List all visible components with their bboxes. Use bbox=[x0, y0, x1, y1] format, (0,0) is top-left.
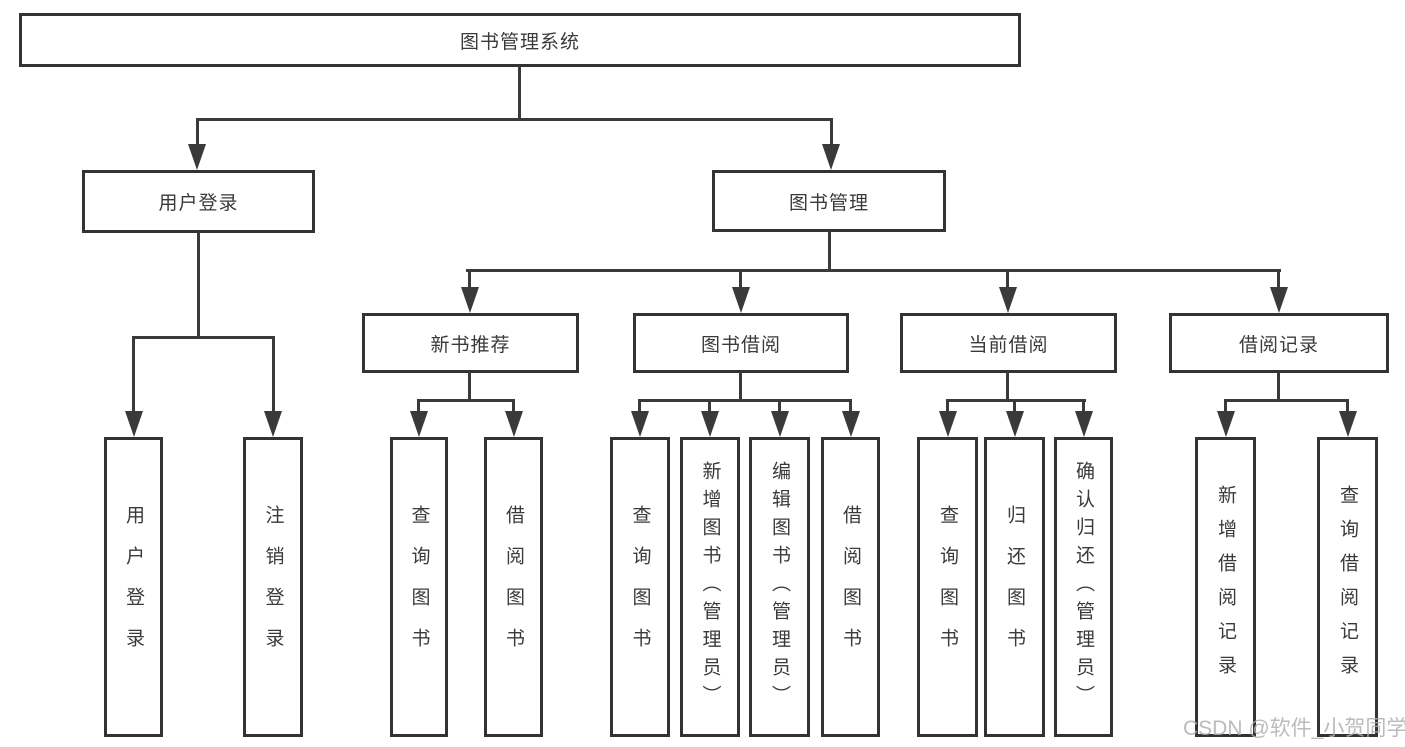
node-label: 借阅图书 bbox=[840, 505, 861, 669]
leaf-borrow-books: 借阅图书 bbox=[821, 437, 880, 737]
connector-line bbox=[1346, 399, 1349, 414]
connector-line bbox=[132, 336, 275, 339]
leaf-add-borrow-record: 新增借阅记录 bbox=[1195, 437, 1256, 737]
connector-line bbox=[272, 336, 275, 414]
arrowhead bbox=[461, 287, 479, 313]
node-label: 新增图书（管理员） bbox=[699, 461, 721, 713]
node-label: 编辑图书（管理员） bbox=[769, 461, 790, 713]
connector-line bbox=[518, 66, 521, 121]
node-label: 查询图书 bbox=[937, 505, 958, 669]
node-root-library-system: 图书管理系统 bbox=[19, 13, 1021, 67]
node-label: 用户登录 bbox=[123, 505, 144, 669]
node-new-book-recommend: 新书推荐 bbox=[362, 313, 579, 373]
node-label: 当前借阅 bbox=[968, 334, 1049, 356]
arrowhead bbox=[631, 411, 649, 437]
connector-line bbox=[708, 399, 711, 414]
leaf-add-books-admin: 新增图书（管理员） bbox=[680, 437, 740, 737]
connector-line bbox=[417, 399, 515, 402]
arrowhead bbox=[188, 144, 206, 170]
connector-line bbox=[1006, 372, 1009, 402]
arrowhead bbox=[732, 287, 750, 313]
node-label: 新增借阅记录 bbox=[1215, 485, 1236, 689]
connector-line bbox=[849, 399, 852, 414]
connector-line bbox=[946, 399, 1086, 402]
node-label: 注销登录 bbox=[262, 505, 284, 669]
node-book-management: 图书管理 bbox=[712, 170, 946, 232]
connector-line bbox=[1277, 372, 1280, 402]
leaf-query-books: 查询图书 bbox=[917, 437, 978, 737]
arrowhead bbox=[939, 411, 957, 437]
connector-line bbox=[132, 336, 135, 414]
arrowhead bbox=[822, 144, 840, 170]
connector-line bbox=[828, 231, 831, 272]
node-label: 查询图书 bbox=[408, 505, 430, 669]
arrowhead bbox=[999, 287, 1017, 313]
leaf-query-borrow-record: 查询借阅记录 bbox=[1317, 437, 1378, 737]
connector-line bbox=[739, 372, 742, 402]
arrowhead bbox=[125, 411, 143, 437]
node-user-login: 用户登录 bbox=[82, 170, 315, 233]
leaf-return-books: 归还图书 bbox=[984, 437, 1045, 737]
node-current-borrow: 当前借阅 bbox=[900, 313, 1117, 373]
connector-line bbox=[946, 399, 949, 414]
connector-line bbox=[778, 399, 781, 414]
arrowhead bbox=[264, 411, 282, 437]
connector-line bbox=[417, 399, 420, 414]
connector-line bbox=[1082, 399, 1085, 414]
arrowhead bbox=[771, 411, 789, 437]
connector-line bbox=[1013, 399, 1016, 414]
arrowhead bbox=[1006, 411, 1024, 437]
connector-line bbox=[512, 399, 515, 414]
node-book-borrow: 图书借阅 bbox=[633, 313, 849, 373]
arrowhead bbox=[505, 411, 523, 437]
connector-line bbox=[466, 269, 1281, 272]
arrowhead bbox=[1270, 287, 1288, 313]
connector-line bbox=[830, 118, 833, 148]
leaf-borrow-books: 借阅图书 bbox=[484, 437, 543, 737]
csdn-watermark: CSDN @软件_小贺同学 bbox=[1183, 717, 1405, 740]
arrowhead bbox=[1339, 411, 1357, 437]
leaf-user-login: 用户登录 bbox=[104, 437, 163, 737]
node-label: 查询借阅记录 bbox=[1337, 485, 1358, 689]
connector-line bbox=[739, 269, 742, 292]
arrowhead bbox=[1217, 411, 1235, 437]
leaf-edit-books-admin: 编辑图书（管理员） bbox=[749, 437, 810, 737]
connector-line bbox=[468, 269, 471, 292]
connector-line bbox=[196, 118, 833, 121]
arrowhead bbox=[410, 411, 428, 437]
leaf-query-books: 查询图书 bbox=[610, 437, 670, 737]
connector-line bbox=[638, 399, 852, 402]
node-label: 归还图书 bbox=[1004, 505, 1025, 669]
connector-line bbox=[468, 372, 471, 402]
leaf-logout: 注销登录 bbox=[243, 437, 303, 737]
connector-line bbox=[1006, 269, 1009, 292]
node-label: 查询图书 bbox=[629, 505, 651, 669]
connector-line bbox=[196, 118, 199, 148]
arrowhead bbox=[1075, 411, 1093, 437]
node-label: 借阅图书 bbox=[503, 505, 524, 669]
leaf-confirm-return-admin: 确认归还（管理员） bbox=[1054, 437, 1113, 737]
connector-line bbox=[1224, 399, 1227, 414]
node-borrow-records: 借阅记录 bbox=[1169, 313, 1389, 373]
node-label: 图书管理系统 bbox=[459, 31, 580, 53]
connector-line bbox=[638, 399, 641, 414]
node-label: 图书管理 bbox=[788, 192, 869, 214]
leaf-query-books: 查询图书 bbox=[390, 437, 448, 737]
connector-line bbox=[1277, 269, 1280, 292]
node-label: 确认归还（管理员） bbox=[1073, 461, 1094, 713]
connector-line bbox=[1224, 399, 1349, 402]
arrowhead bbox=[842, 411, 860, 437]
arrowhead bbox=[701, 411, 719, 437]
node-label: 借阅记录 bbox=[1238, 334, 1319, 356]
connector-line bbox=[197, 232, 200, 338]
node-label: 用户登录 bbox=[158, 193, 239, 214]
node-label: 图书借阅 bbox=[700, 334, 781, 356]
node-label: 新书推荐 bbox=[430, 334, 511, 356]
